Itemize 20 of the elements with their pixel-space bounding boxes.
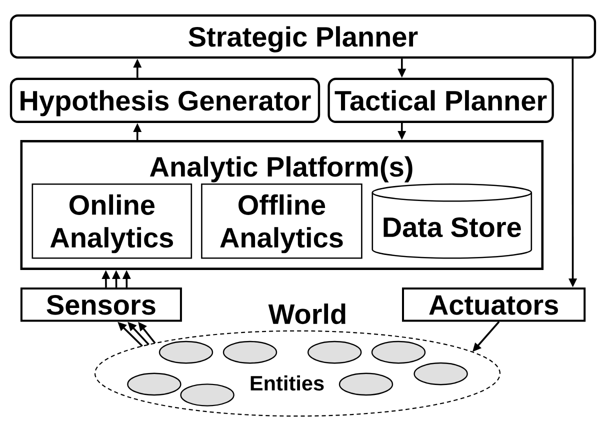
process-box: Sensors — [20, 287, 182, 322]
process-box: Strategic Planner — [10, 14, 596, 59]
process-box: Tactical Planner — [328, 78, 554, 123]
entity-ellipse — [158, 340, 214, 364]
node-label: Data Store — [384, 217, 521, 238]
database-cylinder — [372, 183, 532, 259]
entity-ellipse — [308, 340, 362, 364]
entity-ellipse — [414, 362, 468, 386]
entity-ellipse — [222, 340, 278, 364]
entity-ellipse — [371, 340, 426, 364]
box-title: Analytic Platform(s) — [150, 156, 412, 182]
process-box: Offline Analytics — [201, 183, 362, 259]
entity-ellipse — [338, 372, 394, 396]
ellipse-title: World — [268, 304, 346, 324]
process-box: Online Analytics — [32, 183, 192, 259]
process-box: Actuators — [402, 287, 586, 322]
ellipse-label: Entities — [250, 375, 324, 391]
process-box: Hypothesis Generator — [10, 78, 320, 123]
entity-ellipse — [127, 372, 182, 396]
entity-ellipse — [180, 384, 234, 406]
